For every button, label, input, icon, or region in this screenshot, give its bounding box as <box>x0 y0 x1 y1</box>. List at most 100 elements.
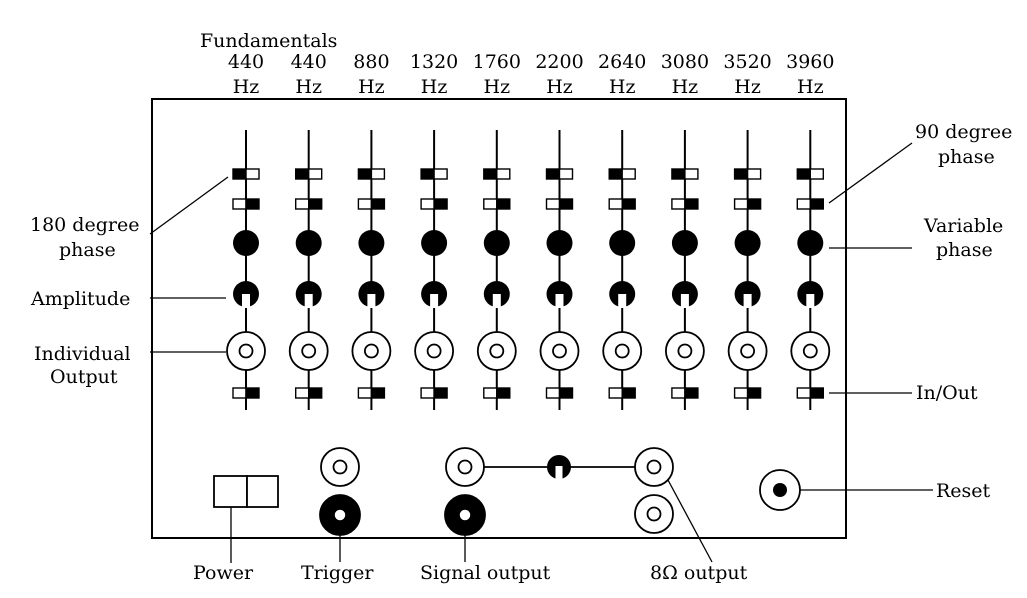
phase180-switch[interactable] <box>545 168 561 180</box>
in-out-switch-off[interactable] <box>545 387 561 399</box>
master-level-knob[interactable] <box>547 455 571 479</box>
phase180-switch-off[interactable] <box>245 168 260 180</box>
phase180-switch-off[interactable] <box>558 168 574 180</box>
phase180-switch-off[interactable] <box>746 168 762 180</box>
in-out-switch[interactable] <box>433 387 448 399</box>
variable-phase-knob[interactable] <box>421 230 448 256</box>
phase180-switch[interactable] <box>420 168 435 180</box>
signal-output-jack-bottom[interactable] <box>444 494 486 536</box>
in-out-switch[interactable] <box>496 387 511 399</box>
in-out-switch-off[interactable] <box>357 387 373 399</box>
phase180-switch[interactable] <box>357 168 373 180</box>
in-out-switch-off[interactable] <box>483 387 498 399</box>
amplitude-knob-notch <box>618 294 627 308</box>
phase180-switch[interactable] <box>232 168 247 180</box>
in-out-switch[interactable] <box>621 387 636 399</box>
phase180-switch[interactable] <box>483 168 498 180</box>
in-out-switch[interactable] <box>308 387 323 399</box>
phase90-switch[interactable] <box>245 198 260 210</box>
in-out-switch[interactable] <box>809 387 824 399</box>
freq-unit-label: Hz <box>797 76 824 98</box>
phase90-switch-off[interactable] <box>608 198 623 210</box>
phase90-switch-off[interactable] <box>545 198 561 210</box>
phase180-switch[interactable] <box>295 168 310 180</box>
freq-label: 440 <box>228 51 264 73</box>
channel-strip <box>790 130 831 410</box>
phase180-switch-off[interactable] <box>684 168 699 180</box>
variable-phase-knob[interactable] <box>358 230 385 256</box>
in-out-switch-off[interactable] <box>608 387 623 399</box>
in-out-switch-off[interactable] <box>733 387 749 399</box>
in-out-switch[interactable] <box>558 387 574 399</box>
variable-phase-knob[interactable] <box>546 230 573 256</box>
in-out-switch-off[interactable] <box>295 387 310 399</box>
phase180-switch[interactable] <box>671 168 686 180</box>
power-switch-right[interactable] <box>246 475 279 508</box>
fundamentals-title: Fundamentals <box>200 30 337 52</box>
individual-output-jack-core <box>238 343 254 359</box>
in-out-switch-off[interactable] <box>671 387 686 399</box>
variable-phase-knob[interactable] <box>233 230 259 256</box>
amplitude-knob-notch <box>680 294 689 308</box>
phase180-switch[interactable] <box>733 168 749 180</box>
phase90-switch-off[interactable] <box>295 198 310 210</box>
phase180-switch-off[interactable] <box>308 168 323 180</box>
trigger-jack-bottom[interactable] <box>319 494 361 536</box>
channel-strip <box>539 130 580 410</box>
channel-strip <box>226 130 266 410</box>
phase90-switch-off[interactable] <box>357 198 373 210</box>
panel-frame <box>151 98 847 539</box>
in-out-switch-off[interactable] <box>796 387 811 399</box>
trigger-jack-top[interactable] <box>320 447 360 487</box>
in-out-switch-off[interactable] <box>420 387 435 399</box>
reset-button[interactable] <box>759 469 801 511</box>
channel-strip <box>727 130 768 410</box>
in-out-switch[interactable] <box>245 387 260 399</box>
phase180-switch[interactable] <box>796 168 811 180</box>
freq-unit-label: Hz <box>233 76 260 98</box>
phase90-switch[interactable] <box>496 198 511 210</box>
phase90-switch[interactable] <box>433 198 448 210</box>
channel-strip <box>414 130 455 410</box>
phase90-switch[interactable] <box>370 198 386 210</box>
individual-label-2: Output <box>50 366 118 388</box>
phase90-switch-off[interactable] <box>232 198 247 210</box>
in-out-switch[interactable] <box>746 387 762 399</box>
phase90-switch[interactable] <box>558 198 574 210</box>
phase180-switch-off[interactable] <box>621 168 636 180</box>
phase90-switch[interactable] <box>621 198 636 210</box>
variable-phase-knob[interactable] <box>609 230 636 256</box>
ohm-output-jack-bottom[interactable] <box>634 494 674 534</box>
power-switch-left[interactable] <box>213 475 248 508</box>
amplitude-knob-notch <box>492 294 501 308</box>
phase90-switch-off[interactable] <box>483 198 498 210</box>
channel-strip <box>665 130 705 410</box>
phase90-switch-off[interactable] <box>733 198 749 210</box>
in-out-switch[interactable] <box>370 387 386 399</box>
phase90-switch-off[interactable] <box>420 198 435 210</box>
in-out-switch[interactable] <box>684 387 699 399</box>
phase180-switch-off[interactable] <box>809 168 824 180</box>
phase180-switch[interactable] <box>608 168 623 180</box>
phase180-switch-off[interactable] <box>433 168 448 180</box>
phase90-switch[interactable] <box>308 198 323 210</box>
in-out-switch-off[interactable] <box>232 387 247 399</box>
variable-phase-knob[interactable] <box>734 230 761 256</box>
phase90-switch[interactable] <box>746 198 762 210</box>
phase90-switch[interactable] <box>809 198 824 210</box>
variable-phase-knob[interactable] <box>797 230 824 256</box>
amplitude-knob-notch <box>806 294 815 308</box>
phase90-switch-off[interactable] <box>796 198 811 210</box>
variable-phase-knob[interactable] <box>671 230 698 256</box>
phase90-switch[interactable] <box>684 198 699 210</box>
signal-output-jack-top[interactable] <box>445 447 485 487</box>
amplitude-label: Amplitude <box>30 288 130 310</box>
phase180-switch-off[interactable] <box>370 168 386 180</box>
phase90-switch-off[interactable] <box>671 198 686 210</box>
power-label: Power <box>193 562 254 584</box>
variable-phase-knob[interactable] <box>295 230 322 256</box>
phase180-switch-off[interactable] <box>496 168 511 180</box>
ohm-output-jack-top[interactable] <box>634 447 674 487</box>
variable-phase-knob[interactable] <box>483 230 510 256</box>
